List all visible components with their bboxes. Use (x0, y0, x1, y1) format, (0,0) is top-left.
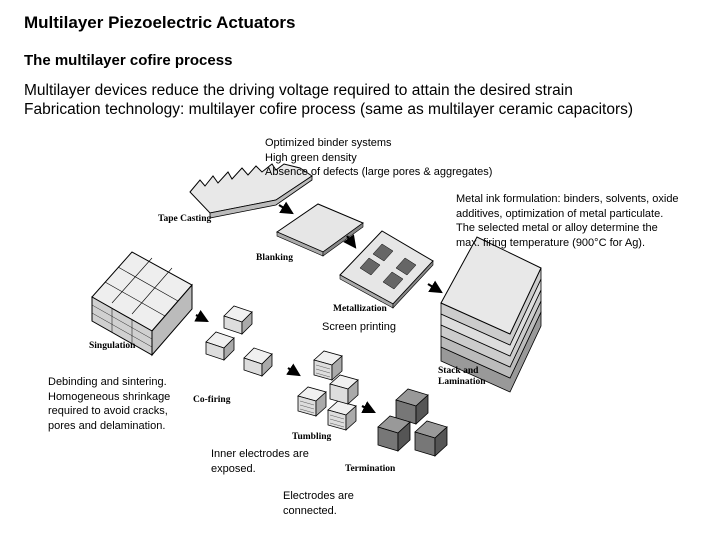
metal-note-line-2: additives, optimization of metal particu… (456, 207, 664, 220)
label-stack-lamination: Stack and Lamination (438, 366, 486, 388)
label-termination: Termination (345, 464, 396, 474)
blanking-sheet (275, 203, 365, 257)
sinter-note-line-2: Homogeneous shrinkage (48, 390, 171, 403)
sinter-note: Debinding and sintering. Homogeneous shr… (48, 375, 170, 433)
metal-note: Metal ink formulation: binders, solvents… (456, 192, 679, 250)
tape-note-line-2: High green density (265, 151, 357, 164)
metallization-sheet (339, 230, 434, 309)
label-stack-line-1: Stack and (438, 366, 479, 376)
label-singulation: Singulation (89, 341, 136, 351)
stacked-laminate (440, 236, 542, 393)
sinter-note-line-4: pores and delamination. (48, 419, 166, 432)
screen-printing-note: Screen printing (322, 321, 396, 333)
inner-electrodes-note: Inner electrodes are exposed. (211, 447, 309, 476)
terminated-chips (377, 388, 448, 457)
slide-subtitle: The multilayer cofire process (24, 52, 233, 69)
tape-note-line-3: Absence of defects (large pores & aggreg… (265, 166, 493, 178)
sinter-note-line-3: required to avoid cracks, (48, 405, 168, 417)
singulated-chips (205, 305, 273, 377)
label-blanking: Blanking (256, 253, 293, 263)
metal-note-line-3: The selected metal or alloy determine th… (456, 222, 658, 234)
tape-note: Optimized binder systems High green dens… (265, 136, 492, 180)
slide-title: Multilayer Piezoelectric Actuators (24, 13, 296, 32)
metal-note-line-4: max. firing temperature (900°C for Ag). (456, 236, 646, 249)
tape-note-line-1: Optimized binder systems (265, 137, 392, 149)
connected-note-line-2: connected. (283, 504, 337, 517)
label-tumbling: Tumbling (292, 432, 332, 442)
connected-note-line-1: Electrodes are (283, 490, 354, 502)
label-metallization: Metallization (333, 304, 387, 314)
tape-casting-sheet (189, 163, 313, 219)
process-arrows (194, 201, 443, 413)
inner-note-line-2: exposed. (211, 462, 256, 475)
intro-line-2: Fabrication technology: multilayer cofir… (24, 101, 634, 118)
electrodes-connected-note: Electrodes are connected. (283, 489, 354, 518)
label-stack-line-2: Lamination (438, 377, 486, 387)
inner-note-line-1: Inner electrodes are (211, 448, 309, 460)
label-tape-casting: Tape Casting (158, 214, 212, 224)
singulation-block (91, 251, 193, 357)
cofired-chips (297, 350, 359, 431)
label-cofiring: Co-firing (193, 395, 231, 405)
metal-note-line-1: Metal ink formulation: binders, solvents… (456, 193, 679, 205)
sinter-note-line-1: Debinding and sintering. (48, 376, 167, 388)
intro-line-1: Multilayer devices reduce the driving vo… (24, 82, 573, 99)
